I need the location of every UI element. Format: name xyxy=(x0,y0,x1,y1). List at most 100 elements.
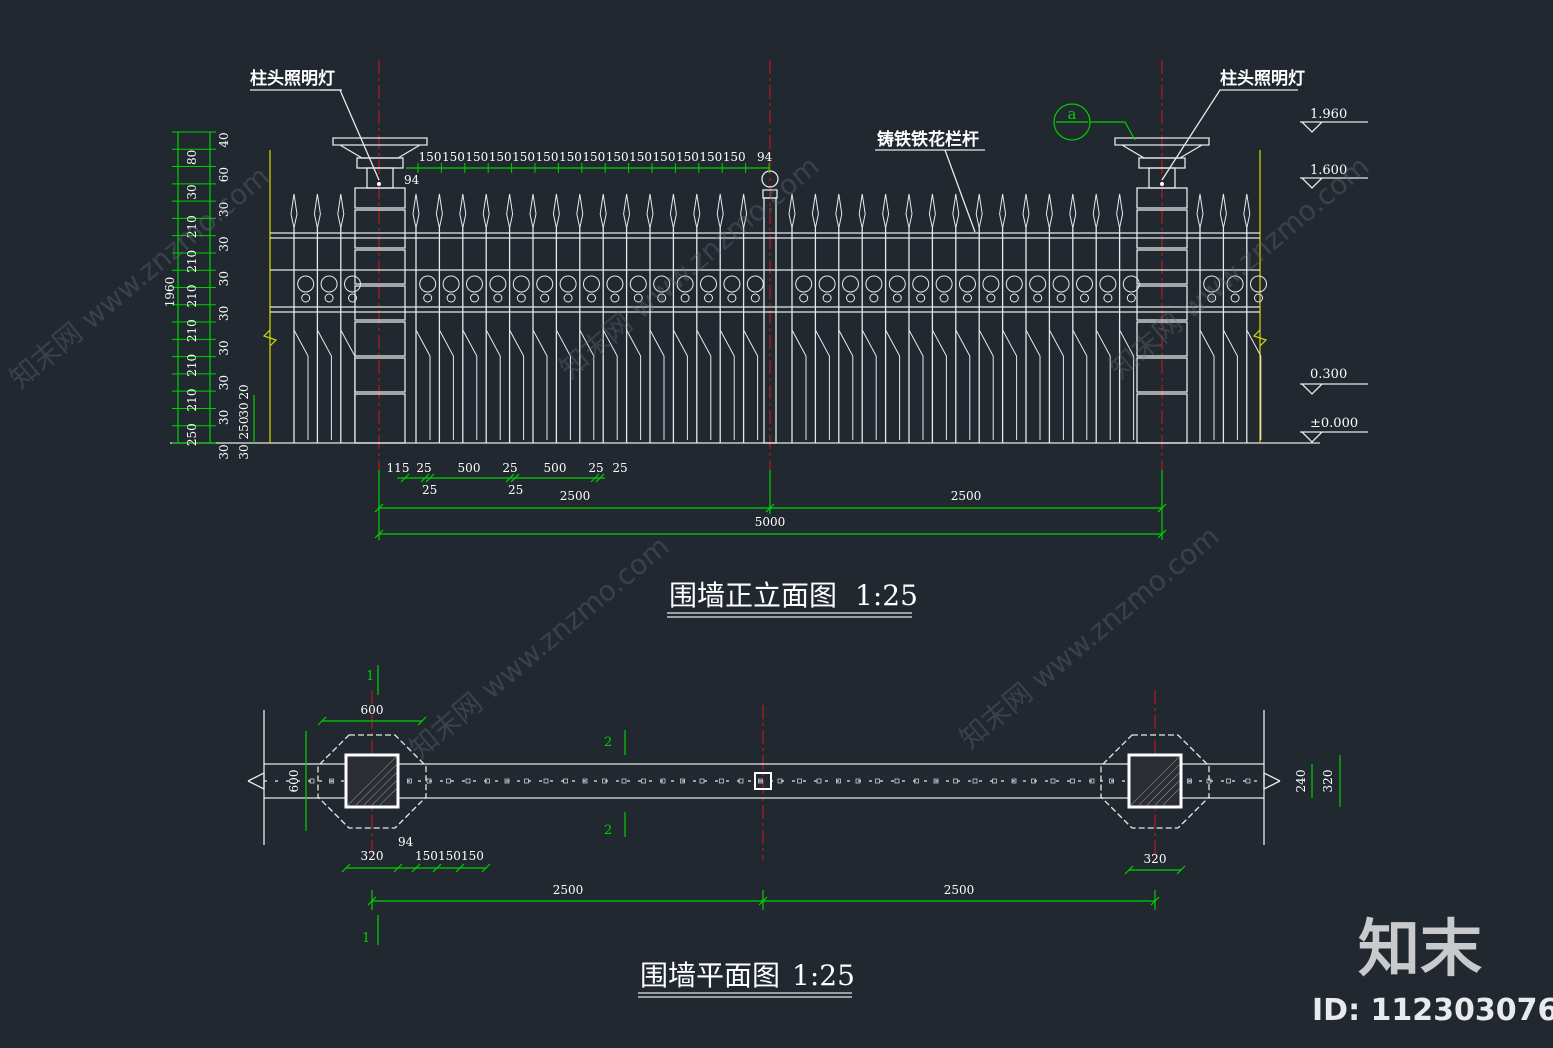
bar-spike xyxy=(811,193,819,229)
bar-bracket xyxy=(1246,329,1262,440)
bar-spacing-dim: 150 xyxy=(512,150,535,164)
bottom-sub-1: 25 xyxy=(422,483,437,497)
dim-tick xyxy=(411,863,421,873)
left-stack-dim: 210 xyxy=(185,354,199,377)
plan-bar-dot xyxy=(797,778,802,784)
half-right-dim: 2500 xyxy=(951,489,982,503)
railing-label: 铸铁铁花栏杆 xyxy=(877,129,979,150)
dim-tick xyxy=(1124,865,1134,875)
plan-bar-dot xyxy=(1226,778,1231,784)
bar-spike xyxy=(858,193,866,229)
bar-bracket xyxy=(626,329,642,440)
bar-offset-right-dim: 94 xyxy=(757,150,773,164)
railing-ring xyxy=(559,275,577,293)
bar-spike xyxy=(1116,193,1124,229)
left-stack-dim: 30 xyxy=(217,202,231,217)
railing-ring-small xyxy=(1009,293,1019,303)
railing-ring-small xyxy=(799,293,809,303)
bar-spike xyxy=(1069,193,1077,229)
bar-bracket xyxy=(1095,329,1111,440)
railing-ring-small xyxy=(301,293,311,303)
railing-ring-small xyxy=(939,293,949,303)
bar-spike xyxy=(435,193,443,229)
watermark-group: 知末网 www.znzmo.com 知末网 www.znzmo.com 知末网 … xyxy=(3,149,1375,765)
railing-ring-small xyxy=(680,293,690,303)
railing-ring-small xyxy=(892,293,902,303)
plan-scale: 1:25 xyxy=(792,959,855,992)
plan-bar-dot xyxy=(953,778,958,784)
bar-spike xyxy=(529,193,537,229)
pier-width-right-dim: 320 xyxy=(1144,852,1167,866)
railing-ring-small xyxy=(916,293,926,303)
bar-spike xyxy=(1243,193,1251,229)
bar-spacing-dim: 150 xyxy=(465,150,488,164)
bar-bracket xyxy=(340,329,356,440)
section-1-top: 1 xyxy=(366,669,374,684)
top-dimension-ticks xyxy=(417,163,770,173)
bar-spike xyxy=(459,193,467,229)
railing-ring-small xyxy=(750,293,760,303)
plan-dimension-ticks xyxy=(317,716,1186,906)
plan-bar-dot xyxy=(446,778,451,784)
bar-bracket xyxy=(885,329,901,440)
bar-bracket xyxy=(316,329,332,440)
railing-ring xyxy=(536,275,554,293)
brand-watermark: 知末 xyxy=(1358,912,1482,985)
plan-bar-dot xyxy=(621,778,627,784)
bar-bracket xyxy=(602,329,618,440)
left-dimension-ticks xyxy=(172,131,216,444)
left-stack-dim: 210 xyxy=(185,389,199,412)
railing-ring-small xyxy=(1103,293,1113,303)
bar-bracket xyxy=(1048,329,1064,440)
plan-bar-dot xyxy=(758,778,763,784)
railing-ring-small xyxy=(1230,293,1240,303)
bar-spike xyxy=(482,193,490,229)
bar-spacing-dim: 150 xyxy=(723,150,746,164)
left-stack-dim: 40 xyxy=(217,132,231,147)
bar-spike xyxy=(1022,193,1030,229)
railing-ring-small xyxy=(869,293,879,303)
left-stack-dim: 30 xyxy=(185,184,199,199)
plan-bar-dot xyxy=(933,778,939,784)
elevation-drawing xyxy=(170,60,1368,540)
center-post xyxy=(761,170,779,444)
railing-ring xyxy=(629,275,647,293)
left-stack-dim: 80 xyxy=(185,150,199,165)
left-pier xyxy=(332,137,428,444)
plan-bar-150-2: 150 xyxy=(438,849,461,863)
dim-tick xyxy=(374,529,384,539)
bar-spike xyxy=(1196,193,1204,229)
plan-bar-dot xyxy=(426,778,432,784)
railing-ring xyxy=(888,275,906,293)
bottom-sub-2: 25 xyxy=(508,483,523,497)
image-id-text: ID: 1123030765 xyxy=(1312,993,1553,1028)
bar-bracket xyxy=(931,329,947,440)
section-2-top: 2 xyxy=(604,735,612,750)
railing-ring xyxy=(842,275,859,293)
left-stack-dim: 210 xyxy=(185,285,199,308)
left-stack-dim: 30 xyxy=(217,306,231,321)
railing-ring xyxy=(419,275,437,293)
bottom-row-dim: 25 xyxy=(588,461,603,475)
bar-spacing-dim: 150 xyxy=(582,150,605,164)
railing-ring-small xyxy=(516,293,526,303)
plan-bar-dot xyxy=(504,778,510,784)
railing-bars xyxy=(290,193,1267,443)
plan-title: 围墙平面图 xyxy=(640,959,780,992)
dim-tick xyxy=(374,503,384,513)
railing-ring xyxy=(512,275,530,293)
railing-ring-small xyxy=(1126,293,1136,303)
plan-bar-dot xyxy=(407,778,412,784)
bar-bracket xyxy=(462,329,478,440)
dim-tick xyxy=(455,863,465,873)
railing-ring xyxy=(982,275,1000,293)
railing-ring xyxy=(466,275,483,293)
bar-bracket xyxy=(838,329,854,440)
plan-bar-dot xyxy=(485,778,490,784)
plan-bar-dot xyxy=(1031,778,1036,784)
railing-ring-small xyxy=(1207,293,1217,303)
railing-ring-small xyxy=(657,293,667,303)
railing-ring-small xyxy=(1056,293,1066,303)
